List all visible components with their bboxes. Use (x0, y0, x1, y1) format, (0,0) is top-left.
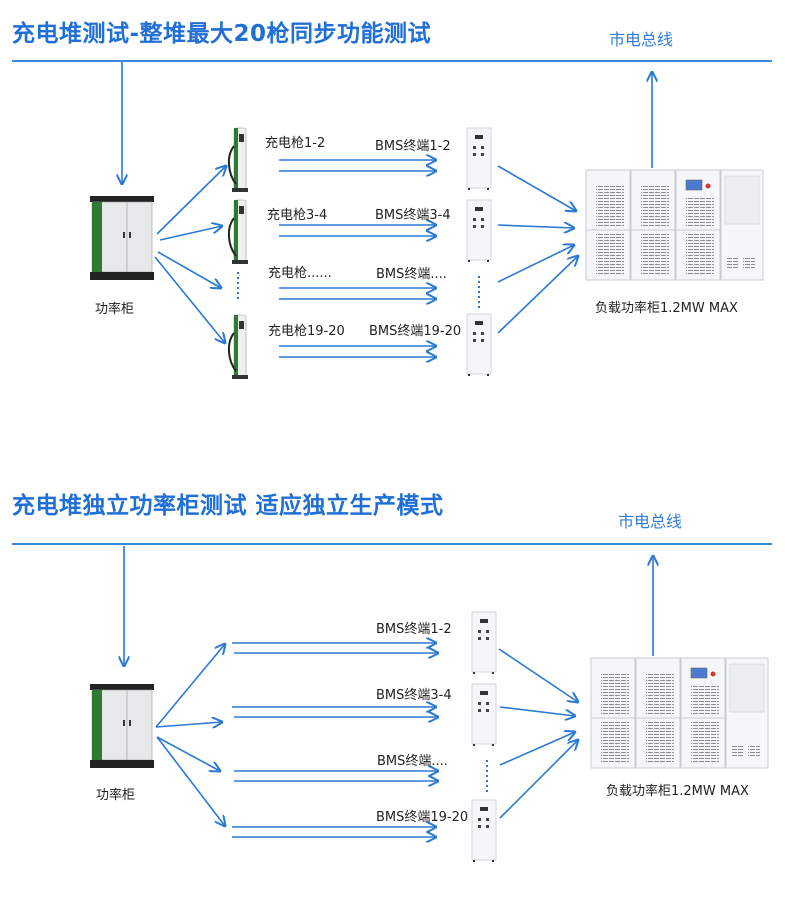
load-cabinet-icon (590, 657, 769, 769)
flow-arrow (499, 732, 575, 766)
bms-terminal-icon (471, 799, 497, 863)
section2-diagram (89, 546, 769, 863)
bms-label: BMS终端3-4 (375, 208, 451, 223)
section1-title: 充电堆测试-整堆最大20枪同步功能测试 (12, 21, 432, 47)
section2-bus-line (12, 543, 772, 545)
bms-terminal-icon (466, 199, 492, 263)
flow-arrow (155, 722, 222, 727)
section1-bus-line (12, 60, 772, 62)
flow-arrow (497, 245, 574, 283)
bms-label: BMS终端19-20 (376, 810, 469, 825)
flow-arrow (497, 225, 574, 228)
flow-arrow (155, 644, 225, 728)
flow-arrow (499, 706, 575, 716)
flow-arrow (499, 740, 578, 819)
bms-label: BMS终端1-2 (376, 622, 452, 637)
bms-terminal-icon (471, 683, 497, 747)
charger-label: 充电枪1-2 (265, 136, 326, 151)
load-cabinet-label: 负载功率柜1.2MW MAX (595, 301, 738, 316)
bms-label: BMS终端1-2 (375, 139, 451, 154)
flow-arrow (497, 256, 578, 334)
arrow-cab-charger4 (154, 256, 225, 343)
section1-diagram (89, 62, 764, 380)
bms-terminal-icon (471, 611, 497, 675)
bms-label: BMS终端.... (376, 267, 447, 282)
flow-arrow (156, 736, 225, 826)
charger-icon (227, 199, 249, 265)
arrow-cab-charger1 (156, 166, 226, 235)
arrow-cab-charger2 (159, 226, 222, 241)
bms-label: BMS终端19-20 (369, 324, 462, 339)
charger-icon (227, 314, 249, 380)
arrow-cab-charger3 (157, 251, 221, 288)
section2-bus-label: 市电总线 (618, 512, 683, 531)
section2-title: 充电堆独立功率柜测试 适应独立生产模式 (12, 493, 444, 519)
load-cabinet-icon (585, 169, 764, 281)
power-cabinet-label: 功率柜 (96, 788, 136, 803)
flow-arrow (156, 736, 220, 771)
charger-icon (227, 127, 249, 193)
power-cabinet-label: 功率柜 (95, 302, 135, 317)
load-cabinet-label: 负载功率柜1.2MW MAX (606, 784, 749, 799)
bms-label: BMS终端.... (377, 754, 448, 769)
charger-label: 充电枪19-20 (268, 324, 345, 339)
power-cabinet-icon (89, 683, 155, 769)
power-cabinet-icon (89, 195, 155, 281)
bms-terminal-icon (466, 127, 492, 191)
flow-arrow (497, 165, 576, 211)
bms-label: BMS终端3-4 (376, 688, 452, 703)
flow-arrow (498, 648, 578, 702)
bms-terminal-icon (466, 313, 492, 377)
section1-bus-label: 市电总线 (609, 30, 674, 49)
charger-label: 充电枪3-4 (267, 208, 328, 223)
charger-label: 充电枪...... (268, 266, 332, 281)
